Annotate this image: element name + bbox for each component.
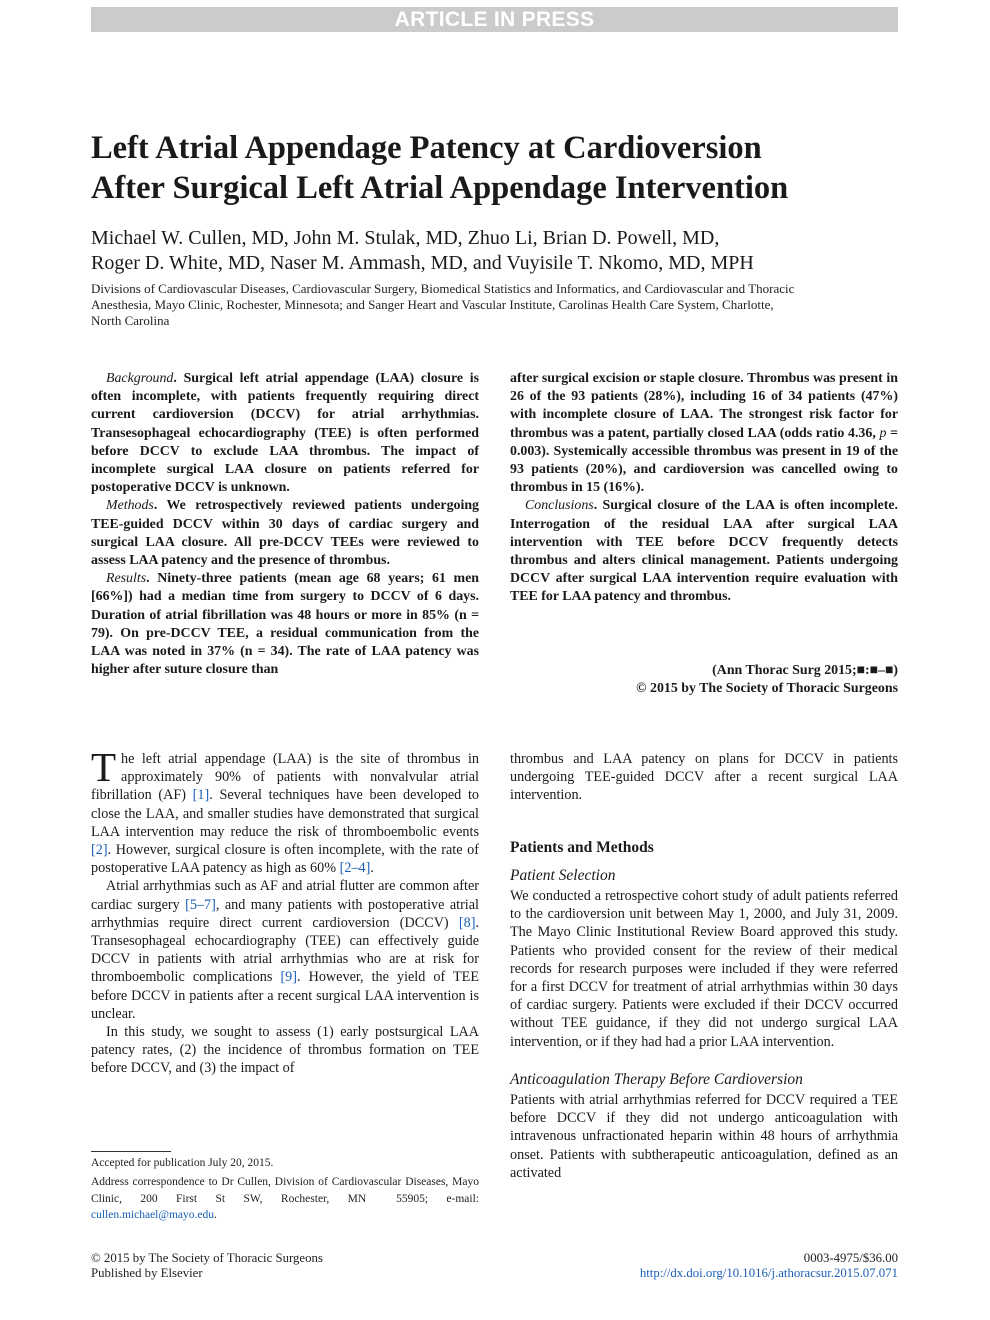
abstract-results-continued: after surgical excision or staple closur… [510, 370, 898, 497]
reference-link[interactable]: [2] [91, 842, 108, 859]
author-line: Roger D. White, MD, Naser M. Ammash, MD,… [91, 252, 754, 274]
intro-paragraph-2: Atrial arrhythmias such as AF and atrial… [91, 877, 479, 1023]
intro-text: . Transesophageal echocardiography (TEE)… [91, 914, 479, 986]
footer-publisher: Published by Elsevier [91, 1266, 203, 1280]
background-label: Background [106, 371, 174, 386]
affiliation-line: North Carolina [91, 313, 170, 328]
affiliation-line: Anesthesia, Mayo Clinic, Rochester, Minn… [91, 297, 774, 312]
correspondence-text: Address correspondence to Dr Cullen, Div… [91, 1176, 479, 1205]
citation-line: (Ann Thorac Surg 2015;■:■–■) [712, 663, 898, 678]
journal-citation: (Ann Thorac Surg 2015;■:■–■) © 2015 by T… [510, 662, 898, 698]
intro-paragraph-3: In this study, we sought to assess (1) e… [91, 1024, 479, 1077]
drop-cap: T [91, 744, 117, 790]
abstract-methods: Methods. We retrospectively reviewed pat… [91, 498, 479, 569]
body-right-column: thrombus and LAA patency on plans for DC… [510, 750, 898, 1182]
methods-label: Methods [106, 498, 154, 514]
footnote-divider [91, 1151, 171, 1152]
intro-text: . Several techniques have been developed… [91, 787, 479, 840]
abstract-right-column: after surgical excision or staple closur… [510, 370, 898, 607]
title-line: After Surgical Left Atrial Appendage Int… [91, 170, 789, 206]
anticoagulation-text: Patients with atrial arrhythmias referre… [510, 1092, 898, 1181]
abstract-results: Results. Ninety-three patients (mean age… [91, 571, 479, 678]
intro-text: he left atrial appendage (LAA) is the si… [91, 751, 479, 804]
abstract-background: Background. Surgical left atrial appenda… [91, 371, 479, 496]
title-line: Left Atrial Appendage Patency at Cardiov… [91, 130, 762, 166]
subsection-heading: Anticoagulation Therapy Before Cardiover… [510, 1070, 803, 1088]
intro-text: . However, the yield of TEE before DCCV … [91, 969, 479, 1022]
intro-text: . However, surgical closure is often inc… [91, 842, 479, 877]
conclusions-label: Conclusions [525, 498, 594, 514]
conclusions-text: Surgical closure of the LAA is often inc… [510, 498, 898, 605]
patient-selection-text: We conducted a retrospective cohort stud… [510, 888, 898, 1050]
article-title: Left Atrial Appendage Patency at Cardiov… [91, 128, 891, 208]
reference-link[interactable]: [9] [280, 969, 297, 986]
footer-issn-price: 0003-4975/$36.00 [803, 1251, 898, 1265]
correspondence-end: . [214, 1209, 217, 1221]
email-link[interactable]: cullen.michael@mayo.edu [91, 1209, 214, 1221]
reference-link[interactable]: [8] [458, 914, 476, 931]
copyright-line: © 2015 by The Society of Thoracic Surgeo… [636, 681, 898, 697]
affiliations: Divisions of Cardiovascular Diseases, Ca… [91, 281, 899, 329]
footer-right: 0003-4975/$36.00 http://dx.doi.org/10.10… [640, 1251, 898, 1281]
results-label: Results [106, 571, 147, 587]
correspondence-footnote: Address correspondence to Dr Cullen, Div… [91, 1174, 479, 1224]
subsection-heading: Patient Selection [510, 866, 616, 884]
intro-text: Atrial arrhythmias such as AF and atrial… [91, 878, 479, 913]
intro-text: , and many patients with postoperative a… [91, 896, 479, 931]
results-text: Ninety-three patients (mean age 68 years… [91, 571, 479, 678]
section-heading: Patients and Methods [510, 838, 654, 856]
reference-link[interactable]: [1] [192, 787, 210, 804]
methods-text: We retrospectively reviewed patients und… [91, 498, 479, 569]
results-cont-text: = 0.003). Systemically accessible thromb… [510, 425, 899, 496]
intro-paragraph-3-continued: thrombus and LAA patency on plans for DC… [510, 751, 898, 804]
footer-left: © 2015 by The Society of Thoracic Surgeo… [91, 1251, 323, 1281]
doi-link[interactable]: http://dx.doi.org/10.1016/j.athoracsur.2… [639, 1266, 898, 1280]
reference-link[interactable]: [2–4] [339, 860, 371, 877]
abstract-left-column: Background. Surgical left atrial appenda… [91, 370, 479, 679]
intro-text: . [370, 860, 374, 877]
footer-copyright: © 2015 by The Society of Thoracic Surgeo… [91, 1251, 323, 1265]
results-cont-text: after surgical excision or staple closur… [510, 371, 898, 441]
author-list: Michael W. Cullen, MD, John M. Stulak, M… [91, 226, 901, 276]
abstract-conclusions: Conclusions. Surgical closure of the LAA… [510, 498, 898, 605]
article-in-press-banner: ARTICLE IN PRESS [91, 7, 898, 32]
affiliation-line: Divisions of Cardiovascular Diseases, Ca… [91, 281, 795, 296]
author-line: Michael W. Cullen, MD, John M. Stulak, M… [91, 227, 720, 249]
p-value-symbol: p [879, 425, 887, 441]
reference-link[interactable]: [5–7] [185, 896, 216, 913]
accepted-footnote: Accepted for publication July 20, 2015. [91, 1157, 274, 1169]
background-text: Surgical left atrial appendage (LAA) clo… [91, 371, 479, 496]
